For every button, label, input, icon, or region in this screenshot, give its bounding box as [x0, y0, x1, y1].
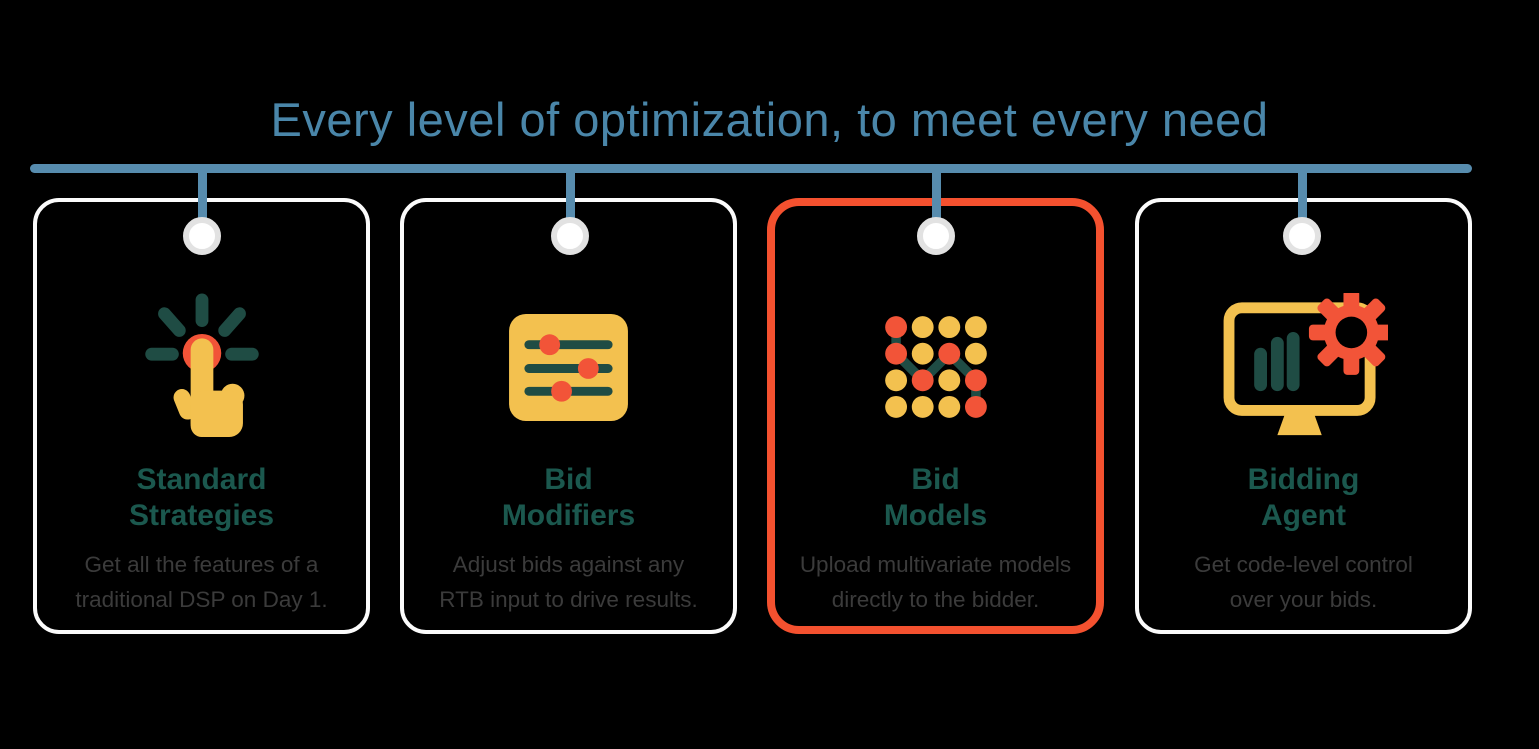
- monitor-gear-icon-svg: [1223, 293, 1388, 436]
- connector-line-1: [197, 168, 207, 238]
- card-title-line1: Bid: [544, 463, 593, 496]
- page-title: Every level of optimization, to meet eve…: [270, 93, 1269, 146]
- sliders-icon: [509, 292, 628, 442]
- card-desc-line1: Get all the features of a: [84, 552, 319, 577]
- card-title-line1: Bidding: [1247, 463, 1360, 496]
- card-desc-line2: directly to the bidder.: [831, 587, 1040, 612]
- dot-grid-trend-icon-svg: [884, 316, 987, 418]
- card-description: Get all the features of a traditional DS…: [75, 547, 327, 617]
- dot-grid-trend-icon: [879, 292, 993, 442]
- tag-hole-1: [183, 217, 221, 255]
- tag-hole-2: [551, 217, 589, 255]
- tap-button-icon-svg: [144, 293, 259, 438]
- card-bidding-agent: Bidding Agent Get code-level control ove…: [1135, 198, 1472, 634]
- tag-hole-3: [917, 217, 955, 255]
- card-title-line2: Models: [883, 499, 988, 532]
- tag-hole-4: [1283, 217, 1321, 255]
- connector-line-3: [931, 168, 941, 238]
- card-title: Bid Modifiers: [502, 462, 635, 534]
- card-desc-line1: Adjust bids against any: [452, 552, 685, 577]
- card-title: Bid Models: [884, 462, 987, 534]
- connector-line-2: [565, 168, 575, 238]
- timeline-line: [30, 164, 1472, 173]
- card-description: Get code-level control over your bids.: [1194, 547, 1413, 617]
- card-description: Adjust bids against any RTB input to dri…: [439, 547, 697, 617]
- card-desc-line2: over your bids.: [1229, 587, 1378, 612]
- card-desc-line2: traditional DSP on Day 1.: [75, 587, 328, 612]
- card-desc-line1: Upload multivariate models: [799, 552, 1072, 577]
- card-title-line2: Modifiers: [501, 499, 636, 532]
- card-title-line2: Strategies: [128, 499, 275, 532]
- card-title: Bidding Agent: [1248, 462, 1360, 534]
- connector-line-4: [1297, 168, 1307, 238]
- card-title: Standard Strategies: [129, 462, 274, 534]
- sliders-icon-svg: [509, 313, 628, 421]
- card-title-line1: Bid: [911, 463, 960, 496]
- card-title-line2: Agent: [1260, 499, 1346, 532]
- card-description: Upload multivariate models directly to t…: [800, 547, 1071, 617]
- card-desc-line2: RTB input to drive results.: [439, 587, 698, 612]
- card-standard-strategies: Standard Strategies Get all the features…: [33, 198, 370, 634]
- card-desc-line1: Get code-level control: [1194, 552, 1413, 577]
- monitor-gear-icon: [1220, 292, 1388, 442]
- card-bid-models: Bid Models Upload multivariate models di…: [767, 198, 1104, 634]
- card-bid-modifiers: Bid Modifiers Adjust bids against any RT…: [400, 198, 737, 634]
- card-title-line1: Standard: [136, 463, 267, 496]
- tap-button-icon: [128, 292, 276, 442]
